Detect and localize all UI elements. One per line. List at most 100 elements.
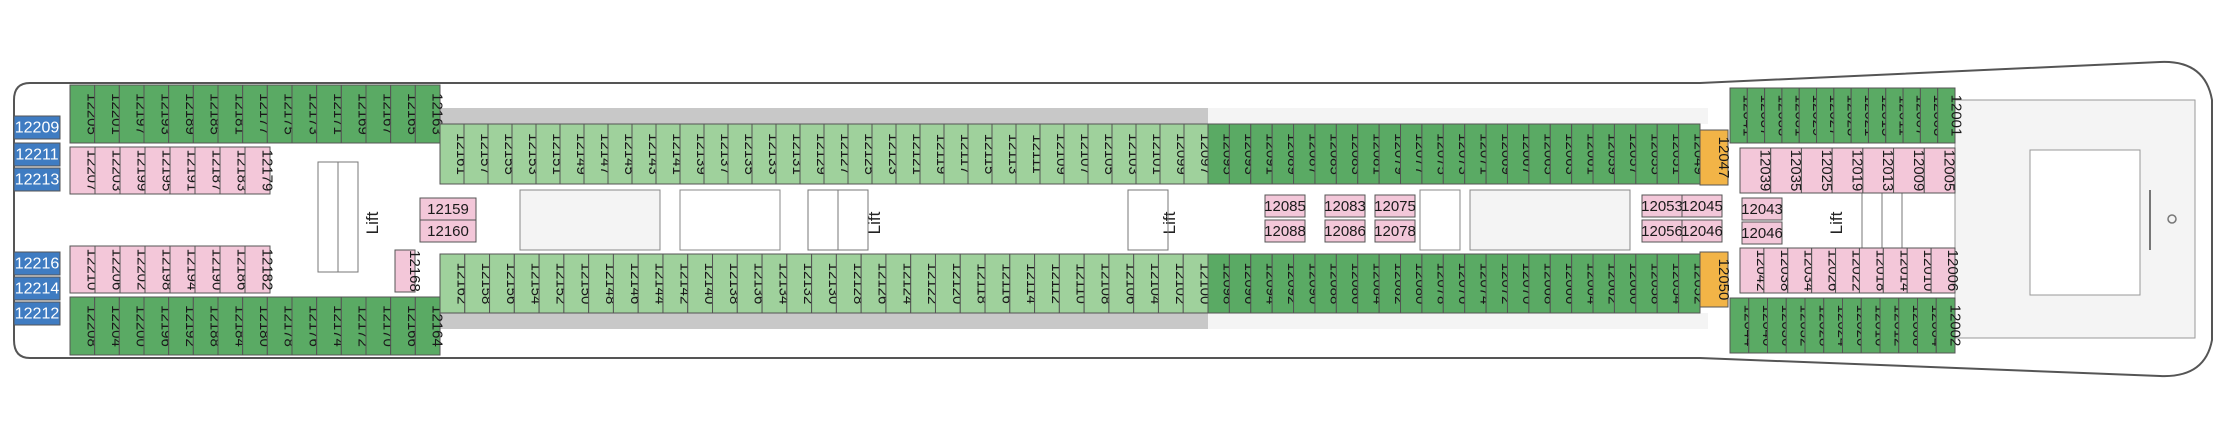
cabin-number: 12050 <box>1715 259 1732 301</box>
cabin-12213[interactable]: 12213 <box>13 167 61 192</box>
pool-area <box>519 189 661 251</box>
cabin-12001[interactable]: 12001 <box>1937 87 1965 144</box>
cabin-number: 12039 <box>1756 150 1773 192</box>
cabin-12156[interactable]: 12156 <box>489 253 520 314</box>
cabin-12056[interactable]: 12056 <box>1641 219 1683 243</box>
cabin-12006[interactable]: 12006 <box>1930 247 1961 294</box>
cabin-number: 12216 <box>15 256 60 273</box>
cabin-12133[interactable]: 12133 <box>751 123 782 185</box>
cabin-12212[interactable]: 12212 <box>13 301 61 326</box>
cabin-number: 12056 <box>1641 223 1683 240</box>
cabin-number: 12212 <box>15 306 60 323</box>
cabin-12139[interactable]: 12139 <box>679 123 710 185</box>
cabin-12005[interactable]: 12005 <box>1923 147 1958 194</box>
cabin-number: 12009 <box>1910 150 1927 192</box>
cabin-12035[interactable]: 12035 <box>1770 147 1804 194</box>
cabin-12039[interactable]: 12039 <box>1739 147 1773 194</box>
cabin-number: 12213 <box>15 172 60 189</box>
cabin-number: 12043 <box>1741 201 1783 218</box>
cabin-12209[interactable]: 12209 <box>13 115 61 140</box>
cabin-number: 12182 <box>259 249 276 291</box>
cabin-12014[interactable]: 12014 <box>1882 247 1913 294</box>
cabin-12179[interactable]: 12179 <box>244 146 276 195</box>
lift-label-aft: Lift <box>363 211 382 234</box>
cabin-12088[interactable]: 12088 <box>1264 219 1306 243</box>
cabin-12094[interactable]: 12094 <box>1250 253 1280 314</box>
cabin-12176[interactable]: 12176 <box>291 296 322 356</box>
cabin-number: 12160 <box>427 223 469 240</box>
cabin-number: 12035 <box>1787 150 1804 192</box>
cabin-12168[interactable]: 12168 <box>394 249 423 293</box>
lift-label-fwd: Lift <box>1160 211 1179 234</box>
cabin-12214[interactable]: 12214 <box>13 276 61 301</box>
bow-structure <box>2029 149 2141 296</box>
cabin-number: 12001 <box>1947 95 1964 137</box>
cabin-12050[interactable]: 12050 <box>1699 251 1732 308</box>
stairs-aft <box>317 161 359 273</box>
cabin-number: 12075 <box>1374 198 1416 215</box>
cabin-12085[interactable]: 12085 <box>1264 194 1306 218</box>
cabin-12153[interactable]: 12153 <box>511 123 542 185</box>
cabin-12182[interactable]: 12182 <box>244 245 276 294</box>
anchor-icon <box>2167 214 2177 224</box>
cabin-12043[interactable]: 12043 <box>1741 197 1783 221</box>
cabin-12130[interactable]: 12130 <box>811 253 842 314</box>
cabin-number: 12046 <box>1741 225 1783 242</box>
cabin-number: 12164 <box>429 305 446 347</box>
cabin-12164[interactable]: 12164 <box>414 296 446 356</box>
cabin-12046[interactable]: 12046 <box>1681 219 1723 243</box>
cabin-12160[interactable]: 12160 <box>419 219 477 243</box>
cabin-number: 12086 <box>1324 223 1366 240</box>
cabin-12186[interactable]: 12186 <box>219 245 251 294</box>
cabin-number: 12159 <box>427 201 469 218</box>
stairs-fwd <box>1127 189 1169 251</box>
cabin-number: 12005 <box>1941 150 1958 192</box>
cabin-12198[interactable]: 12198 <box>144 245 176 294</box>
cabin-12118[interactable]: 12118 <box>959 253 991 314</box>
cabin-12083[interactable]: 12083 <box>1324 194 1366 218</box>
cabin-12086[interactable]: 12086 <box>1324 219 1366 243</box>
cabin-12110[interactable]: 12110 <box>1058 253 1090 314</box>
cabin-12045[interactable]: 12045 <box>1681 194 1723 218</box>
cabin-12211[interactable]: 12211 <box>13 142 61 167</box>
cabin-number: 12053 <box>1641 198 1683 215</box>
lift-label-bow: Lift <box>1827 211 1846 234</box>
cabin-number: 12214 <box>15 281 60 298</box>
cabin-number: 12088 <box>1264 223 1306 240</box>
cabin-12047[interactable]: 12047 <box>1699 129 1732 186</box>
corridor-top <box>478 108 1208 124</box>
mid-area <box>679 189 781 251</box>
cabin-number: 12045 <box>1681 198 1723 215</box>
cabin-12075[interactable]: 12075 <box>1374 194 1416 218</box>
cabin-12019[interactable]: 12019 <box>1831 147 1866 194</box>
cabin-number: 12019 <box>1849 150 1866 192</box>
cabin-12216[interactable]: 12216 <box>13 251 61 276</box>
cabin-number: 12046 <box>1681 223 1723 240</box>
cabin-number: 12085 <box>1264 198 1306 215</box>
cabin-number: 12083 <box>1324 198 1366 215</box>
cabin-12158[interactable]: 12158 <box>464 253 495 314</box>
cabin-12002[interactable]: 12002 <box>1935 297 1964 354</box>
cabin-number: 12168 <box>406 250 423 292</box>
cabin-number: 12211 <box>15 147 58 164</box>
cabin-12116[interactable]: 12116 <box>984 253 1015 314</box>
cabin-12078[interactable]: 12078 <box>1374 219 1416 243</box>
cabin-number: 12047 <box>1715 137 1732 179</box>
cabin-12159[interactable]: 12159 <box>419 197 477 221</box>
cabin-number: 12209 <box>15 120 60 137</box>
cabin-12128[interactable]: 12128 <box>835 253 867 314</box>
cabin-number: 12002 <box>1947 305 1964 347</box>
cabin-12046[interactable]: 12046 <box>1741 221 1783 245</box>
cabin-12060[interactable]: 12060 <box>1613 253 1643 314</box>
cabin-12053[interactable]: 12053 <box>1641 194 1683 218</box>
cabin-12173[interactable]: 12173 <box>291 84 322 144</box>
cabin-12013[interactable]: 12013 <box>1862 147 1896 194</box>
cabin-number: 12179 <box>259 150 276 192</box>
cabin-12206[interactable]: 12206 <box>94 245 126 294</box>
cabin-number: 12013 <box>1879 150 1896 192</box>
cabin-12210[interactable]: 12210 <box>69 245 101 294</box>
cabin-12009[interactable]: 12009 <box>1893 147 1927 194</box>
cabin-12025[interactable]: 12025 <box>1800 147 1835 194</box>
